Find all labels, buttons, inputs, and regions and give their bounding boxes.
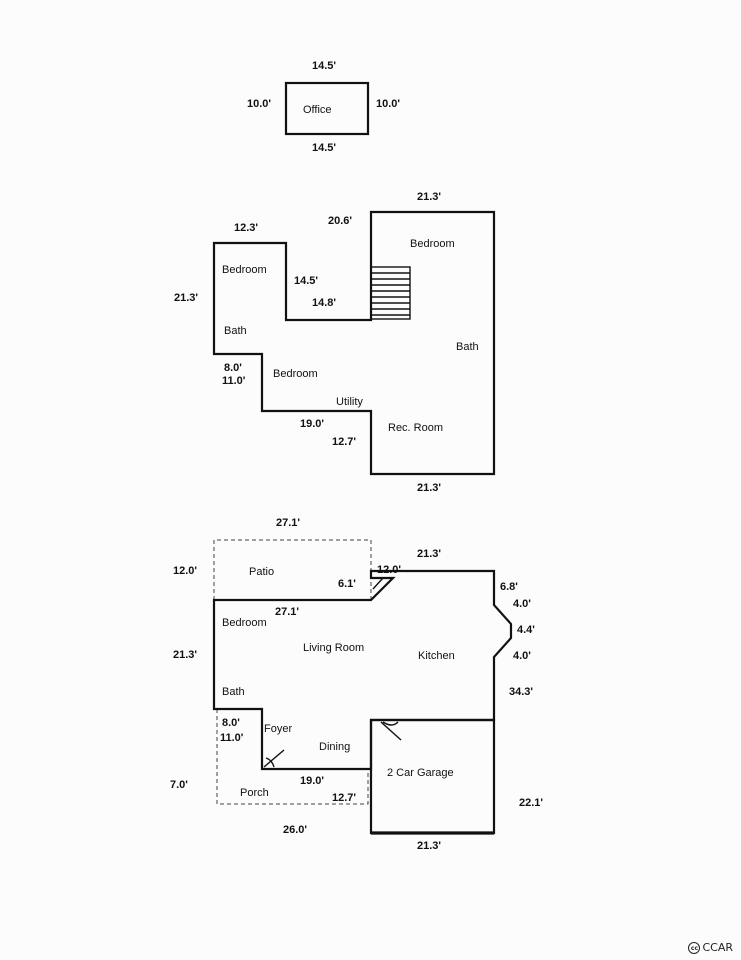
- living-room-label: Living Room: [303, 642, 364, 654]
- main-dim-step-b: 11.0': [220, 732, 244, 744]
- office-dim-top: 14.5': [312, 60, 336, 72]
- patio-label: Patio: [249, 566, 274, 578]
- main-dim-patio-top: 27.1': [276, 517, 300, 529]
- main-dim-bay-c: 4.0': [513, 650, 531, 662]
- watermark-text: CCAR: [702, 941, 733, 954]
- upper-dim-top-right: 21.3': [417, 191, 441, 203]
- main-floor-outline: [212, 569, 513, 771]
- upper-dim-bottom: 21.3': [417, 482, 441, 494]
- upper-dim-top-left: 12.3': [234, 222, 258, 234]
- upper-dim-lower-horizontal: 19.0': [300, 418, 324, 430]
- upper-bath-right-label: Bath: [456, 341, 479, 353]
- upper-utility-label: Utility: [336, 396, 363, 408]
- patio-door-swing-icon: [372, 577, 384, 590]
- upper-bath-left-label: Bath: [224, 325, 247, 337]
- upper-floor-plan: Bedroom Bedroom Bath Bedroom Bath Utilit…: [174, 191, 496, 494]
- office-plan: Office 14.5' 14.5' 10.0' 10.0': [247, 60, 400, 154]
- main-dim-patio-inner: 6.1': [338, 578, 356, 590]
- front-door-swing-icon: [263, 749, 285, 768]
- main-dim-porch-inner: 12.7': [332, 792, 356, 804]
- dining-label: Dining: [319, 741, 350, 753]
- upper-floor-outline: [212, 210, 496, 476]
- main-dim-top-right: 21.3': [417, 548, 441, 560]
- upper-dim-step-a: 8.0': [224, 362, 242, 374]
- upper-dim-lower-vertical: 12.7': [332, 436, 356, 448]
- main-bedroom-label: Bedroom: [222, 617, 267, 629]
- main-dim-step-a: 8.0': [222, 717, 240, 729]
- main-dim-right-long: 34.3': [509, 686, 533, 698]
- main-dim-porch-left: 7.0': [170, 779, 188, 791]
- foyer-label: Foyer: [264, 723, 292, 735]
- upper-bedroom-left-label: Bedroom: [222, 264, 267, 276]
- main-dim-right-a: 6.8': [500, 581, 518, 593]
- main-dim-garage-bottom: 21.3': [417, 840, 441, 852]
- office-dim-bottom: 14.5': [312, 142, 336, 154]
- main-floor-plan: Patio Bedroom Living Room Kitchen Bath F…: [170, 517, 543, 852]
- main-dim-foyer-bottom: 19.0': [300, 775, 324, 787]
- main-dim-bay-b: 4.4': [517, 624, 535, 636]
- office-dim-right: 10.0': [376, 98, 400, 110]
- garage-label: 2 Car Garage: [387, 767, 454, 779]
- garage-door-swing-icon: [380, 721, 402, 741]
- main-dim-inner-top: 27.1': [275, 606, 299, 618]
- creative-commons-icon: cc: [688, 941, 701, 954]
- main-bath-label: Bath: [222, 686, 245, 698]
- watermark: cc CCAR: [688, 941, 733, 954]
- upper-dim-inner-vertical: 14.5': [294, 275, 318, 287]
- main-dim-bay-a: 4.0': [513, 598, 531, 610]
- main-dim-corner: 12.0': [377, 564, 401, 576]
- kitchen-label: Kitchen: [418, 650, 455, 662]
- main-dim-patio-left: 12.0': [173, 565, 197, 577]
- office-label: Office: [303, 104, 332, 116]
- office-outline: [284, 81, 370, 136]
- upper-dim-left-side: 21.3': [174, 292, 198, 304]
- porch-outline: [216, 709, 369, 805]
- main-dim-porch-bottom: 26.0': [283, 824, 307, 836]
- upper-bedroom-right-label: Bedroom: [410, 238, 455, 250]
- upper-bedroom-center-label: Bedroom: [273, 368, 318, 380]
- upper-rec-room-label: Rec. Room: [388, 422, 443, 434]
- patio-outline: [213, 539, 372, 600]
- office-dim-left: 10.0': [247, 98, 271, 110]
- upper-dim-inner-horizontal: 14.8': [312, 297, 336, 309]
- main-dim-left-side: 21.3': [173, 649, 197, 661]
- staircase-icon: [370, 266, 411, 320]
- main-dim-garage-right: 22.1': [519, 797, 543, 809]
- upper-dim-stair-height: 20.6': [328, 215, 352, 227]
- upper-dim-step-b: 11.0': [222, 375, 246, 387]
- porch-label: Porch: [240, 787, 269, 799]
